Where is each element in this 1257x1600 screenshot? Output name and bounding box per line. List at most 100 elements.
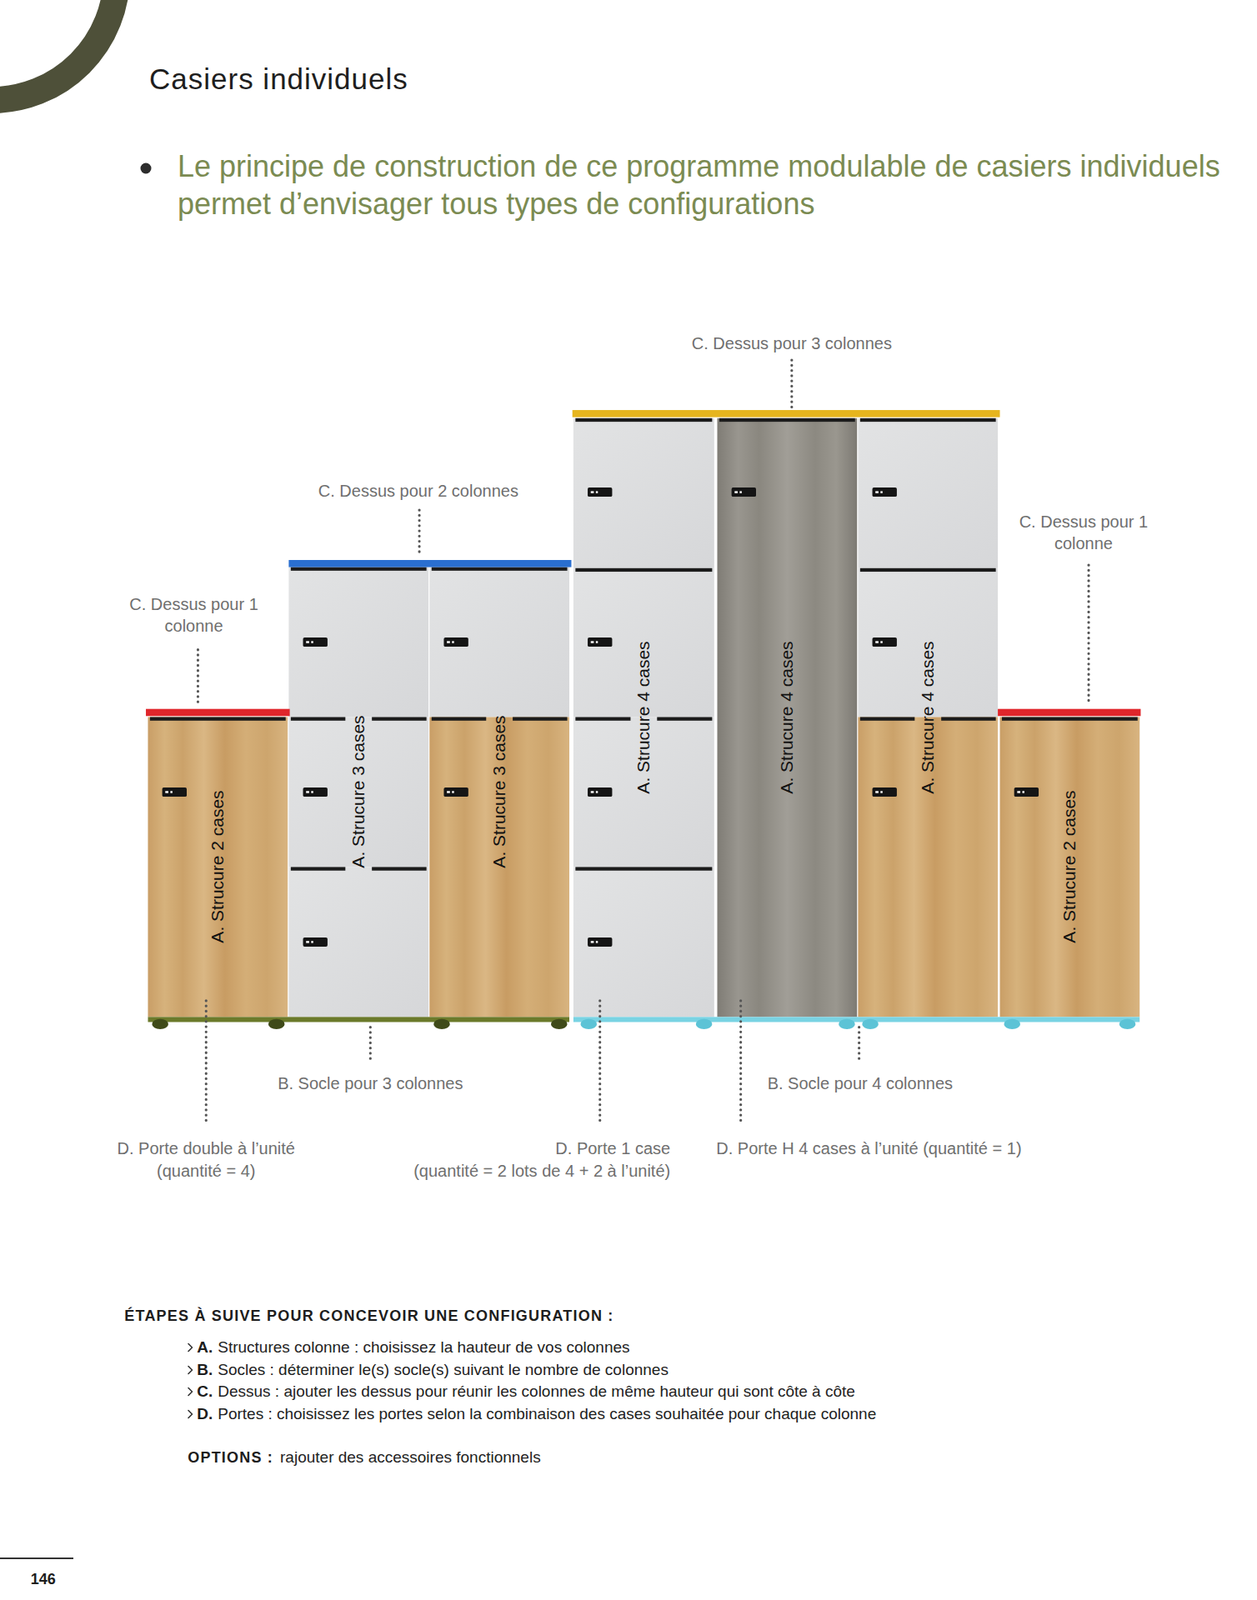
lock [162,787,187,797]
lock [872,637,897,647]
shelf-strip [431,567,568,571]
step-letter: C. [196,1382,213,1401]
callout-label: C. Dessus pour 1 colonne [1019,512,1149,553]
label-group: C.Dessus : ajouter les dessus pour réuni… [196,1382,856,1402]
plinth-foot [1003,1019,1021,1030]
step-letter: D. [196,1405,213,1423]
locker-column: A. Strucure 4 cases [716,418,857,1018]
steps-heading: ÉTAPES À SUIVE POUR CONCEVOIR UNE CONFIG… [124,1307,614,1324]
locker-column: A. Strucure 3 cases [429,567,570,1018]
plinth-foot [151,1019,169,1030]
lock [303,637,328,647]
door-panel [573,418,715,569]
intro-bullet: Le principe de construction de ce progra… [177,149,1221,221]
callout-label: (quantité = 2 lots de 4 + 2 à l’unité) [413,1161,671,1181]
step-chevrons [188,1344,193,1419]
column-label: A. Strucure 3 cases [348,716,369,869]
callout-label: B. Socle pour 4 colonnes [767,1074,953,1093]
callout-label: D. Porte H 4 cases à l’unité (quantité =… [716,1139,1022,1158]
shelf-strip [719,418,856,422]
leader-line [598,1001,601,1125]
door-panel [288,567,429,718]
callout-label: D. Porte 1 case [555,1139,671,1158]
label-group: C. Dessus pour 1 colonne [112,593,276,637]
lock [731,487,757,497]
shelf-strip [575,568,712,572]
lock [303,787,328,797]
leader-line [196,650,200,706]
top-panel [572,410,1001,418]
shelf-strip [941,716,996,721]
door-panel [716,418,857,1018]
locker-column: A. Strucure 4 cases [573,418,715,1018]
shelf-strip [371,866,426,871]
label-group: C. Dessus pour 2 colonnes [318,480,519,502]
door-panel [857,418,998,569]
locker-column: A. Strucure 2 cases [1000,716,1141,1017]
shelf-strip [575,716,631,721]
door-panels [147,418,1140,1018]
leader-line [205,1001,208,1125]
label-group: B. Socle pour 4 colonnes [767,1072,953,1095]
label-group: C. Dessus pour 3 colonnes [691,332,892,355]
locker-column: A. Strucure 4 cases [857,418,998,1018]
leader-line [739,1001,742,1125]
leader-line [1086,565,1090,706]
top-panel [997,709,1141,717]
plinths [147,1016,1140,1030]
leader-line [790,360,793,407]
shelf-strip [860,568,997,572]
label-group: D. Porte H 4 cases à l’unité (quantité =… [716,1137,1022,1160]
callout-label: C. Dessus pour 2 colonnes [318,481,519,501]
locker-column: A. Strucure 3 cases [288,567,429,1018]
label-group: C. Dessus pour 1 colonne [1001,510,1166,555]
leader-line [417,510,421,556]
label-group: B.Socles : déterminer le(s) socle(s) sui… [196,1361,669,1380]
callout-label: D. Porte double à l’unité [117,1139,296,1158]
door-locks [162,487,1039,947]
label-group: Le principe de construction de ce progra… [177,147,1229,223]
lock [587,787,612,797]
step-text: Portes : choisissez les portes selon la … [217,1405,877,1423]
plinth [147,1016,570,1022]
leader-lines [197,360,1089,1125]
label-group: D. Porte 1 case [555,1137,671,1160]
label-group: (quantité = 4) [156,1160,256,1182]
shelf-strip [1001,716,1138,721]
lock [587,487,612,497]
label-group: 146 [30,1570,56,1588]
plinth-foot [433,1019,451,1030]
leader-line [857,1027,861,1060]
column-label: A. Strucure 2 cases [1059,791,1080,944]
chevron [188,1411,193,1419]
column-label: A. Strucure 2 cases [207,791,228,944]
label-group: D.Portes : choisissez les portes selon l… [196,1405,877,1424]
bullet-dot [140,163,152,175]
top-panel [145,709,291,717]
chevron [188,1367,193,1375]
plinth-foot [838,1019,856,1030]
plinth [573,1016,1140,1022]
lock [872,487,897,497]
label-group: D. Porte double à l’unité [117,1137,296,1160]
step-text: Dessus : ajouter les dessus pour réunir … [217,1382,856,1401]
lock [443,787,468,797]
plinth-foot [696,1019,713,1030]
options-heading: OPTIONS : [187,1449,274,1467]
door-panel [1000,716,1141,1017]
column-label: A. Strucure 4 cases [633,641,654,794]
callout-label: C. Dessus pour 3 colonnes [691,334,892,353]
page-rule [0,1557,74,1560]
plinth-foot [1119,1019,1137,1030]
shelf-strip [512,716,567,721]
plinth-foot [268,1019,286,1030]
callout-label: B. Socle pour 3 colonnes [277,1074,463,1093]
shelf-strip [656,716,712,721]
plinth-foot [550,1019,568,1030]
options-text: rajouter des accessoires fonctionnels [280,1448,541,1467]
shelf-strip [575,418,712,422]
door-panel [147,716,288,1017]
shelf-strip [431,716,486,721]
label-group: OPTIONS : rajouter des accessoires foncti… [187,1448,541,1468]
shelf-strip [371,716,426,721]
